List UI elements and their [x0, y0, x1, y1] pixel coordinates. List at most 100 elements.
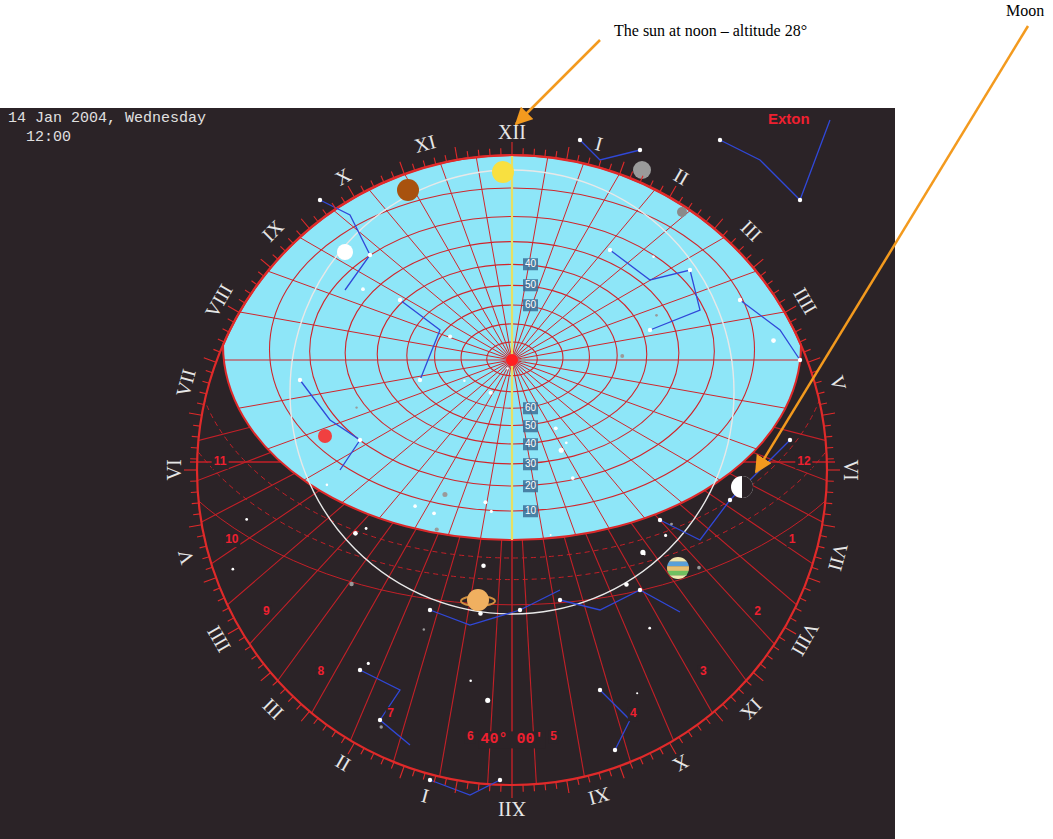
- rim-tick: [706, 718, 710, 724]
- constellation-line: [300, 380, 360, 470]
- rim-tick: [341, 737, 345, 743]
- star: [498, 778, 502, 782]
- rim-tick: [206, 370, 213, 372]
- rim-tick: [697, 209, 701, 215]
- azimuth-line: [341, 0, 512, 360]
- rim-tick: [202, 381, 209, 383]
- rim-tick: [434, 158, 436, 165]
- rim-tick: [261, 259, 271, 267]
- rim-tick: [815, 381, 822, 383]
- azimuth-line: [512, 360, 945, 610]
- rim-tick: [261, 672, 271, 680]
- star: [697, 566, 701, 570]
- rim-tick: [223, 608, 229, 611]
- rim-tick: [193, 513, 200, 515]
- star: [490, 510, 493, 513]
- rim-tick: [609, 770, 611, 777]
- rim-tick: [228, 306, 239, 313]
- star: [367, 662, 370, 665]
- azimuth-line: [129, 39, 512, 360]
- rim-tick: [640, 176, 643, 182]
- rim-tick: [820, 403, 827, 404]
- star: [771, 338, 776, 343]
- rim-tick: [391, 171, 394, 177]
- azimuth-line: [512, 360, 833, 743]
- rim-tick: [544, 783, 546, 790]
- hour-numeral: VIII: [786, 618, 823, 659]
- rim-tick: [697, 725, 701, 731]
- rim-tick: [200, 546, 207, 548]
- star: [554, 426, 558, 430]
- rim-tick: [381, 758, 384, 764]
- rim-tick: [301, 219, 309, 229]
- rim-tick: [478, 783, 480, 790]
- star: [358, 668, 362, 672]
- rim-tick: [630, 762, 633, 768]
- star: [571, 476, 575, 480]
- rim-tick: [688, 731, 692, 737]
- star: [435, 527, 439, 531]
- azimuth-line: [42, 360, 512, 531]
- star: [398, 298, 402, 302]
- rim-tick: [323, 209, 327, 215]
- star: [442, 492, 447, 497]
- rim-tick: [332, 203, 336, 209]
- azimuth-line: [512, 360, 982, 531]
- rim-tick: [391, 762, 394, 768]
- star: [648, 627, 651, 630]
- star: [483, 500, 487, 504]
- altitude-number: 60: [523, 402, 538, 414]
- rim-tick: [714, 219, 722, 229]
- rim-tick: [767, 281, 773, 285]
- star: [636, 692, 638, 694]
- rim-tick: [818, 546, 825, 548]
- rim-tick: [825, 436, 832, 438]
- rim-tick: [361, 186, 364, 192]
- rim-tick: [825, 502, 832, 504]
- rim-tick: [190, 458, 197, 459]
- latitude-text: 40° 00': [478, 731, 545, 748]
- star: [413, 504, 417, 508]
- star: [361, 287, 365, 291]
- moon-shadow: [742, 476, 753, 498]
- rim-tick: [273, 681, 278, 686]
- hour-numeral: XII: [498, 121, 526, 144]
- rim-tick: [341, 197, 345, 203]
- azimuth-line: [79, 360, 512, 610]
- rim-tick: [489, 149, 491, 156]
- azimuth-line: [42, 189, 512, 360]
- rim-tick: [731, 238, 736, 243]
- rim-tick: [193, 425, 200, 427]
- rim-tick: [200, 392, 207, 394]
- twilight-line: [119, 81, 905, 605]
- rim-tick: [467, 782, 469, 789]
- rim-tick: [779, 637, 785, 641]
- rim-tick: [206, 567, 213, 569]
- saturn: [467, 589, 489, 611]
- hour-numeral: X: [669, 749, 693, 776]
- star: [506, 367, 508, 369]
- altitude-number: 50: [523, 420, 538, 432]
- hour-line-number: 1: [787, 533, 798, 547]
- constellation-line: [430, 780, 500, 795]
- rim-tick: [739, 689, 744, 694]
- azimuth-line: [425, 360, 512, 839]
- azimuth-line: [12, 360, 512, 361]
- rim-tick: [297, 231, 302, 236]
- rim-tick: [706, 216, 710, 222]
- rim-tick: [258, 664, 264, 668]
- star: [788, 438, 792, 442]
- azimuth-line: [341, 360, 512, 830]
- rim-tick: [223, 329, 229, 332]
- azimuth-line: [20, 273, 512, 360]
- star: [624, 582, 629, 587]
- rim-tick: [773, 290, 779, 294]
- hour-numeral: VII: [824, 541, 853, 574]
- hour-numeral: I: [593, 132, 605, 156]
- hour-numeral: IIII: [788, 284, 821, 319]
- constellation-line: [720, 120, 830, 200]
- azimuth-line: [512, 360, 683, 830]
- rim-tick: [808, 578, 820, 582]
- star: [798, 198, 802, 202]
- altitude-number: 40: [523, 438, 538, 450]
